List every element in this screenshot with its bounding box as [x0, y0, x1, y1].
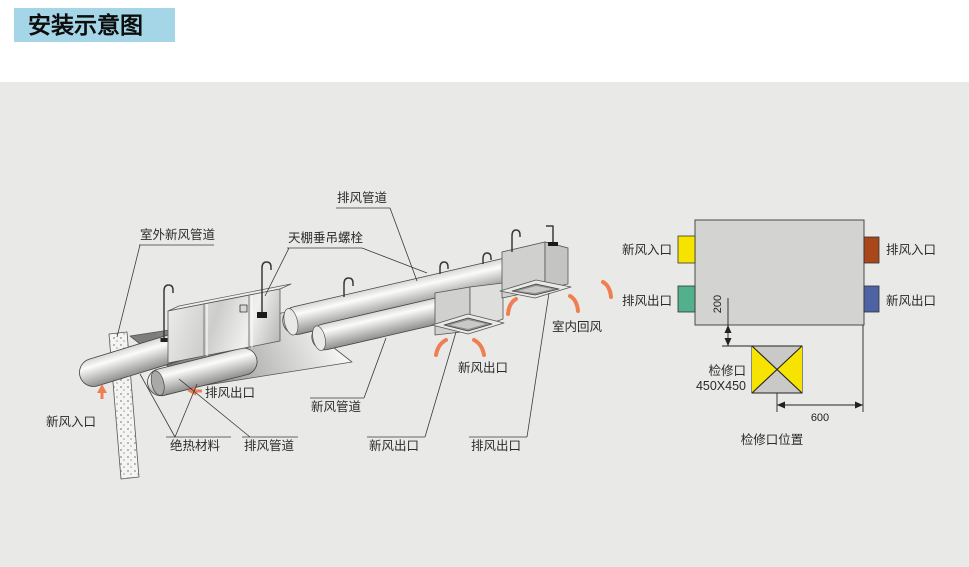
port-fresh-air-outlet: [863, 285, 880, 313]
dimension-200: 200: [712, 295, 724, 313]
label-exhaust-outlet-bottom: 排风出口: [471, 439, 521, 453]
plan-label-fresh-air-outlet: 新风出口: [886, 293, 936, 308]
plan-label-exhaust-air-inlet: 排风入口: [886, 243, 936, 257]
label-indoor-return-air: 室内回风: [552, 319, 603, 334]
airflow-flick-icon: [601, 280, 613, 299]
plan-caption: 检修口位置: [741, 432, 804, 447]
hanging-bolt-icon: [343, 277, 354, 297]
airflow-flick-icon: [568, 294, 580, 313]
label-access-port-size: 450X450: [696, 379, 746, 393]
port-exhaust-air-inlet: [863, 236, 880, 264]
hanging-bolt-icon: [482, 252, 492, 264]
airflow-flick-icon: [434, 338, 448, 357]
title-block: 安装示意图: [14, 8, 175, 42]
label-insulation-material: 绝热材料: [170, 438, 221, 453]
isometric-view: 室外新风管道 天棚垂吊螺栓 排风管道 室内回风 新风出口 新风管道 排风出口 新…: [46, 190, 613, 480]
airflow-flick-icon: [506, 297, 518, 316]
up-arrow-icon: [97, 384, 107, 399]
fresh-air-diffuser-box: [431, 282, 505, 336]
exhaust-duct-cylinder-left: [147, 347, 258, 397]
page-title: 安装示意图: [28, 12, 143, 38]
unit-plan-body: [694, 219, 865, 326]
hanging-bolt-icon: [261, 261, 272, 318]
label-exhaust-outlet-side: 排风出口: [205, 386, 255, 400]
dimension-600: 600: [811, 412, 829, 424]
plan-label-exhaust-air-outlet: 排风出口: [622, 294, 672, 308]
return-air-box: [499, 241, 572, 299]
bolt-clamp: [257, 312, 267, 318]
hanging-bolt-icon: [546, 225, 554, 244]
label-ceiling-hanging-bolt: 天棚垂吊螺栓: [288, 230, 364, 245]
hanging-bolt-icon: [439, 261, 449, 274]
label-fresh-air-duct: 新风管道: [311, 399, 362, 414]
bolt-nut: [548, 242, 558, 246]
dimension-arrowheads: [724, 325, 863, 409]
plan-label-fresh-air-inlet: 新风入口: [622, 242, 672, 257]
leader-lines: [116, 207, 550, 438]
plan-view: 新风入口 排风出口 排风入口 新风出口 200 600 检修口: [622, 219, 936, 447]
label-access-port: 检修口: [708, 363, 746, 378]
airflow-arrows: [97, 280, 613, 399]
hanging-bolt-icon: [511, 229, 521, 252]
bolt-foot: [160, 338, 168, 342]
hanging-bolts: [163, 225, 554, 341]
label-fresh-air-outlet-bottom: 新风出口: [369, 438, 419, 453]
label-exhaust-duct-bottom: 排风管道: [244, 438, 295, 453]
label-fresh-air-outlet-mid: 新风出口: [458, 360, 508, 375]
port-fresh-air-inlet: [677, 235, 696, 264]
label-outdoor-fresh-duct: 室外新风管道: [140, 227, 216, 242]
label-exhaust-duct-top: 排风管道: [337, 190, 388, 205]
airflow-flick-icon: [472, 338, 486, 357]
ventilation-unit: [167, 283, 292, 364]
unit-panel-fitting: [239, 304, 248, 313]
hanging-bolt-icon: [163, 284, 174, 341]
port-exhaust-air-outlet: [677, 285, 696, 313]
label-fresh-air-inlet: 新风入口: [46, 414, 96, 429]
access-hatch: [751, 345, 803, 394]
title-background: [14, 8, 175, 42]
